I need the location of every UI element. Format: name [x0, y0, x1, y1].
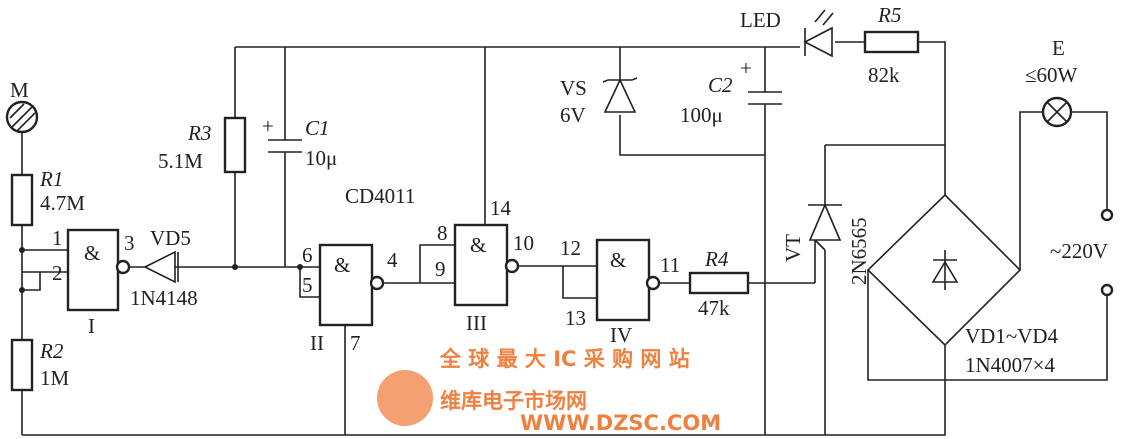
labels: M R1 4.7M R2 1M R3 5.1M + C1 10μ VD5 1N4…	[10, 3, 1108, 390]
pin-6: 6	[302, 243, 313, 267]
gate-ii-label: II	[310, 331, 324, 355]
ic-label: CD4011	[345, 184, 415, 208]
resistor-r2	[10, 338, 34, 392]
watermark-brand: 维库电子市场网	[440, 389, 587, 413]
gate-iii-symbol: &	[470, 233, 486, 257]
wires	[21, 41, 1108, 436]
terminal-top[interactable]	[1100, 208, 1114, 222]
r4-value: 47k	[698, 296, 730, 320]
r4-label: R4	[704, 247, 729, 271]
c1-label: C1	[305, 116, 330, 140]
c1-plus: +	[262, 114, 274, 138]
bridge-label: VD1~VD4	[965, 324, 1059, 348]
vd5-type: 1N4148	[130, 286, 198, 310]
junction-dots	[19, 247, 303, 293]
gate-i-symbol: &	[84, 241, 100, 265]
c2-value: 100μ	[680, 103, 723, 127]
gate-iv-label: IV	[610, 323, 632, 347]
watermark-url: WWW.DZSC.COM	[520, 411, 721, 435]
r3-label: R3	[187, 121, 211, 145]
diode-vd5	[143, 250, 200, 284]
pin-8: 8	[437, 221, 448, 245]
vs-label: VS	[560, 76, 587, 100]
gate-ii	[318, 243, 385, 327]
supply-label: ~220V	[1050, 239, 1108, 263]
gate-i	[66, 228, 131, 312]
gate-iii	[453, 223, 520, 307]
gate-iv	[595, 238, 661, 322]
pin-11: 11	[660, 253, 680, 277]
pin-4: 4	[387, 248, 398, 272]
r1-label: R1	[39, 167, 63, 191]
resistor-r4	[688, 271, 750, 295]
vd5-label: VD5	[150, 226, 191, 250]
capacitor-c2	[748, 91, 782, 105]
watermark-logo-icon	[377, 370, 433, 426]
lamp-e	[1041, 96, 1073, 128]
pin-9: 9	[435, 257, 446, 281]
led-label: LED	[740, 8, 781, 32]
pin-3: 3	[124, 231, 135, 255]
mic-label: M	[10, 78, 29, 102]
r3-value: 5.1M	[158, 149, 203, 173]
capacitor-c1	[268, 139, 302, 153]
vt-label: VT	[781, 234, 805, 262]
pin-14: 14	[490, 196, 512, 220]
r1-value: 4.7M	[40, 191, 85, 215]
lamp-value: ≤60W	[1025, 63, 1078, 87]
resistor-r5	[863, 30, 920, 54]
pin-2: 2	[52, 261, 63, 285]
pin-7: 7	[350, 331, 361, 355]
pin-13: 13	[565, 306, 586, 330]
gate-iv-symbol: &	[610, 248, 626, 272]
r5-label: R5	[877, 3, 901, 27]
terminal-bottom[interactable]	[1100, 283, 1114, 297]
gate-i-label: I	[88, 314, 95, 338]
thyristor-vt	[808, 202, 842, 283]
bridge-type: 1N4007×4	[965, 353, 1056, 377]
vs-value: 6V	[560, 103, 586, 127]
c1-value: 10μ	[305, 146, 337, 170]
pin-5: 5	[302, 273, 313, 297]
watermark: 全 球 最 大 IC 采 购 网 站 维库电子市场网 WWW.DZSC.COM	[377, 347, 721, 435]
c2-plus: +	[740, 56, 752, 80]
pin-1: 1	[52, 226, 63, 250]
r2-label: R2	[39, 339, 64, 363]
vt-type: 2N6565	[847, 217, 871, 285]
bridge-diode	[931, 259, 959, 283]
zener-vs	[602, 77, 638, 113]
c2-label: C2	[708, 73, 733, 97]
gate-iii-label: III	[466, 311, 487, 335]
r5-value: 82k	[868, 63, 900, 87]
led	[803, 9, 834, 58]
resistor-r1	[10, 173, 34, 227]
lamp-label: E	[1052, 36, 1065, 60]
gate-ii-symbol: &	[334, 253, 350, 277]
watermark-slogan: 全 球 最 大 IC 采 购 网 站	[439, 347, 690, 371]
resistor-r3	[223, 116, 247, 174]
pin-10: 10	[513, 231, 534, 255]
r2-value: 1M	[40, 366, 70, 390]
pin-12: 12	[560, 236, 581, 260]
mic	[5, 100, 39, 134]
